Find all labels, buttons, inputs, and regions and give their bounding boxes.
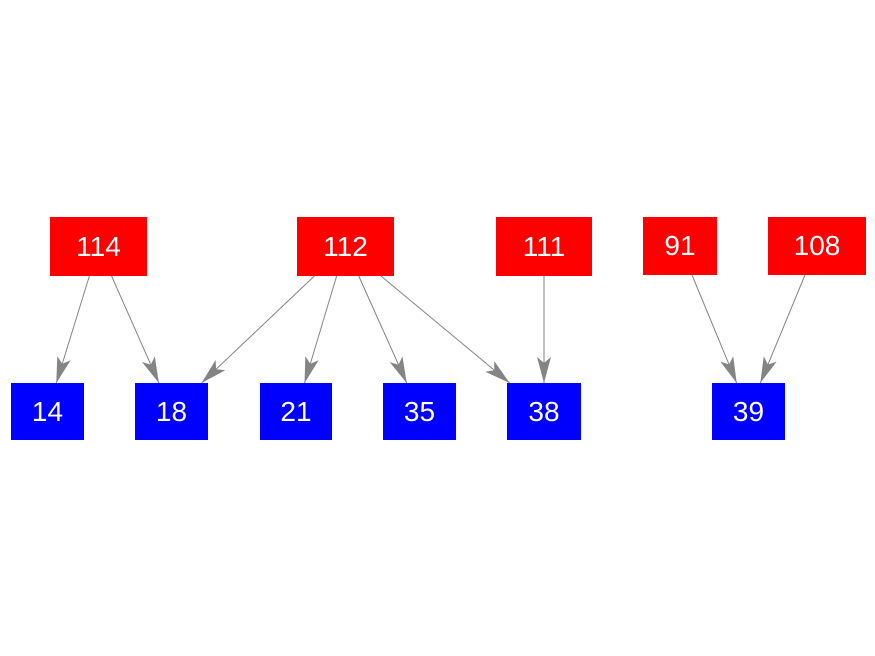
graph-node-label: 18 [155, 395, 188, 427]
graph-node-35[interactable]: 35 [383, 383, 456, 440]
graph-node-111[interactable]: 111 [496, 217, 592, 276]
graph-node-108[interactable]: 108 [768, 217, 866, 275]
graph-edge-114-14 [55, 275, 90, 384]
graph-node-39[interactable]: 39 [712, 383, 785, 440]
graph-node-label: 38 [528, 395, 560, 427]
graph-node-label: 35 [403, 395, 436, 427]
graph-node-21[interactable]: 21 [260, 383, 332, 440]
graph-edge-112-18 [201, 275, 315, 384]
graph-node-label: 114 [76, 230, 121, 262]
graph-edge-108-39 [759, 274, 806, 384]
graph-node-label: 21 [280, 395, 312, 427]
graph-node-label: 39 [732, 395, 765, 427]
graph-edge-114-18 [111, 275, 160, 384]
graph-edge-112-35 [358, 275, 408, 384]
graph-node-label: 108 [793, 230, 841, 261]
graph-node-label: 91 [664, 230, 696, 261]
graph-edge-112-38 [380, 275, 511, 384]
graph-node-label: 14 [31, 395, 64, 427]
graph-edge-91-39 [691, 274, 738, 384]
graph-node-91[interactable]: 91 [643, 217, 717, 275]
graph-node-18[interactable]: 18 [135, 383, 208, 440]
graph-edge-112-21 [304, 275, 338, 384]
graph-node-label: 111 [522, 230, 566, 262]
graph-node-14[interactable]: 14 [11, 383, 84, 440]
graph-node-label: 112 [323, 230, 368, 262]
graph-node-114[interactable]: 114 [50, 217, 147, 276]
graph-node-112[interactable]: 112 [297, 217, 394, 276]
graph-node-38[interactable]: 38 [507, 383, 581, 440]
